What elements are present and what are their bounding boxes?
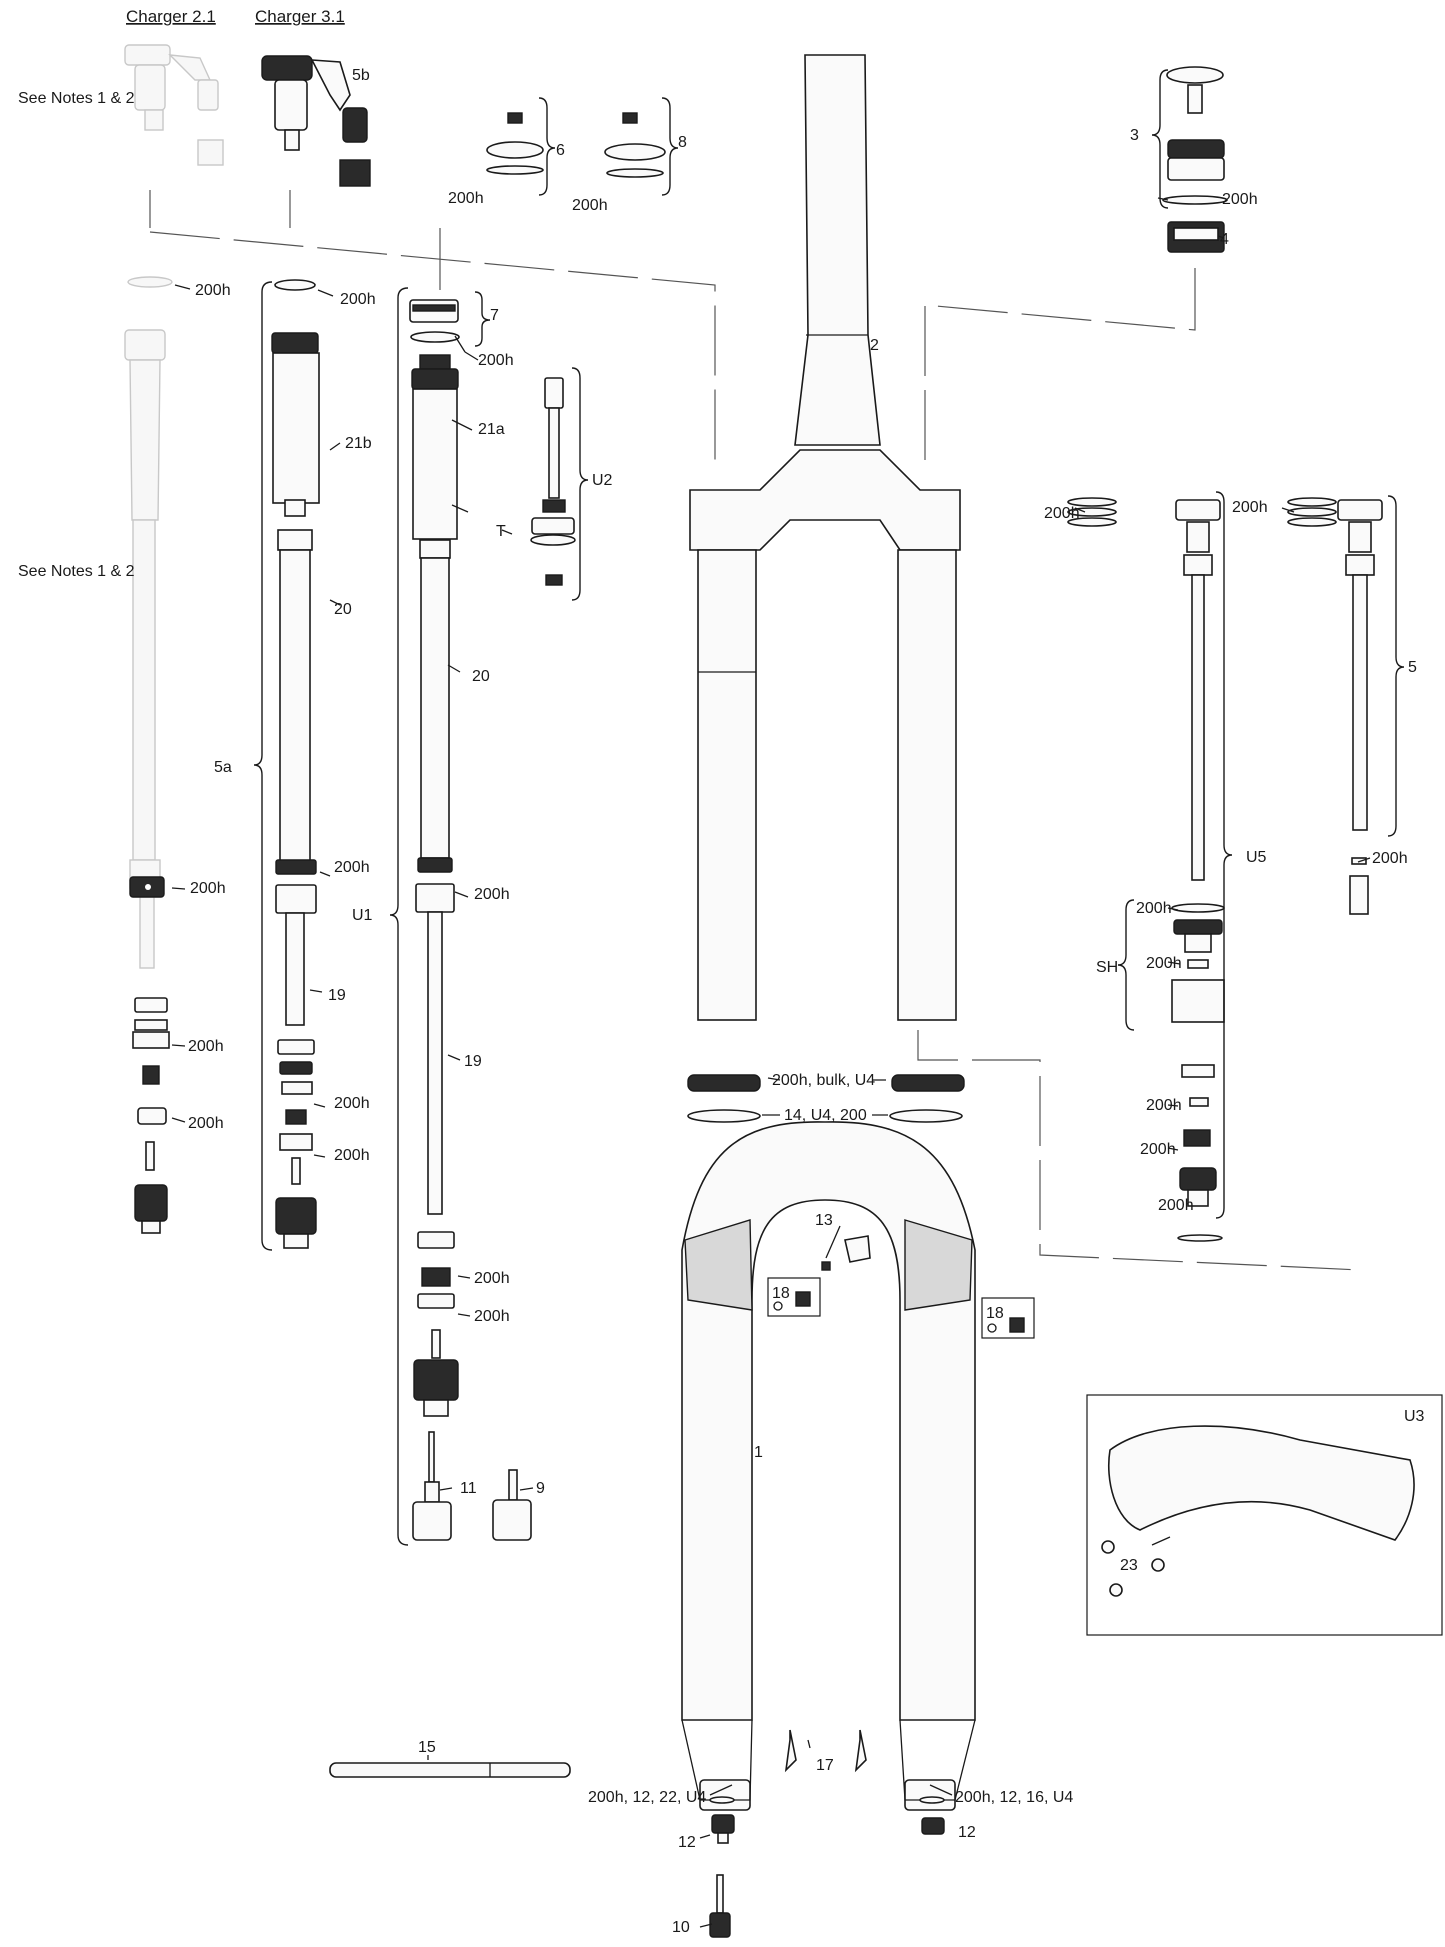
label-200h-r4: 200h — [1146, 955, 1182, 972]
label-18-right: 18 — [986, 1305, 1004, 1322]
label-200h-b1: 200h — [474, 1270, 510, 1287]
header-charger-31: Charger 3.1 — [255, 7, 345, 26]
charger-31-parts — [261, 55, 371, 187]
label-15: 15 — [418, 1739, 436, 1756]
label-200h-r6: 200h — [1140, 1141, 1176, 1158]
label-200h-a3: 200h — [474, 886, 510, 903]
charger-21-lower-parts — [129, 876, 170, 1234]
label-1: 1 — [754, 1444, 763, 1461]
label-12-right: 12 — [958, 1824, 976, 1841]
label-12-left: 12 — [678, 1834, 696, 1851]
label-19-b: 19 — [464, 1053, 482, 1070]
label-18-left: 18 — [772, 1285, 790, 1302]
label-9: 9 — [536, 1480, 545, 1497]
detail-box-u3 — [1086, 1394, 1443, 1636]
label-21b: 21b — [345, 435, 372, 452]
label-200h-8: 200h — [572, 197, 608, 214]
air-spring-u5 — [1067, 497, 1225, 1242]
label-8: 8 — [678, 134, 687, 151]
label-U2: U2 — [592, 472, 613, 489]
label-200h-c31: 200h — [340, 291, 376, 308]
top-cap-3-4 — [1162, 66, 1228, 253]
seal-heads — [687, 1074, 965, 1123]
brackets — [253, 69, 1405, 1546]
cartridge-u2 — [530, 377, 576, 586]
label-bulk: 200h, bulk, U4 — [772, 1072, 875, 1089]
notes-mid: See Notes 1 & 2 — [18, 563, 135, 580]
label-20-b: 20 — [472, 668, 490, 685]
label-5: 5 — [1408, 659, 1417, 676]
label-U1: U1 — [352, 907, 373, 924]
label-U3: U3 — [1404, 1408, 1425, 1425]
label-5a: 5a — [214, 759, 232, 776]
text-labels: Charger 2.1 Charger 3.1 See Notes 1 & 2 … — [18, 7, 1425, 1936]
label-bottom-right: 200h, 12, 16, U4 — [955, 1789, 1073, 1806]
cap-assembly-8 — [604, 112, 666, 178]
detail-box-18-left — [767, 1277, 821, 1317]
label-200h-a2: 200h — [334, 1147, 370, 1164]
label-bottom-left: 200h, 12, 22, U4 — [588, 1789, 706, 1806]
label-11: 11 — [460, 1480, 477, 1497]
label-21a: 21a — [478, 421, 505, 438]
charger-damper-u1 — [409, 299, 532, 1541]
label-19-a: 19 — [328, 987, 346, 1004]
label-200h-r2: 200h — [1372, 850, 1408, 867]
label-200h-r7: 200h — [1158, 1197, 1194, 1214]
label-200h-a1: 200h — [334, 1095, 370, 1112]
label-7: 7 — [490, 307, 499, 324]
label-200h-r1: 200h — [1232, 499, 1268, 516]
label-seal: 14, U4, 200 — [784, 1107, 867, 1124]
label-13: 13 — [815, 1212, 833, 1229]
charger-21-ghost — [124, 44, 224, 969]
label-2: 2 — [870, 337, 879, 354]
label-17: 17 — [816, 1757, 834, 1774]
label-200h-l1: 200h — [190, 880, 226, 897]
label-200h-7: 200h — [478, 352, 514, 369]
label-200h-b3: 200h — [1044, 505, 1080, 522]
label-200h-6: 200h — [448, 190, 484, 207]
label-200h-l4: 200h — [334, 859, 370, 876]
label-200h-b2: 200h — [474, 1308, 510, 1325]
label-23: 23 — [1120, 1557, 1138, 1574]
header-charger-21: Charger 2.1 — [126, 7, 216, 26]
label-SH: SH — [1096, 959, 1118, 976]
label-200h-r5: 200h — [1146, 1097, 1182, 1114]
label-10: 10 — [672, 1919, 690, 1936]
cap-assembly-6 — [486, 112, 544, 175]
detail-box-18-right — [981, 1297, 1035, 1339]
air-spring-5 — [1287, 497, 1383, 915]
label-200h-r3: 200h — [1136, 900, 1172, 917]
label-200h-l3: 200h — [188, 1115, 224, 1132]
label-U5: U5 — [1246, 849, 1267, 866]
label-200h-l2: 200h — [188, 1038, 224, 1055]
label-6: 6 — [556, 142, 565, 159]
label-5b: 5b — [352, 67, 370, 84]
label-4: 4 — [1220, 231, 1229, 248]
label-T: T — [496, 523, 506, 540]
label-20-a: 20 — [334, 601, 352, 618]
label-200h-c21: 200h — [195, 282, 231, 299]
guide-lines — [149, 190, 1361, 1271]
label-3: 3 — [1130, 127, 1139, 144]
bottom-parts — [329, 1729, 945, 1938]
charger-damper-5a — [271, 279, 320, 1249]
lower-legs-1 — [681, 1121, 976, 1811]
notes-top: See Notes 1 & 2 — [18, 90, 135, 107]
label-200h-3: 200h — [1222, 191, 1258, 208]
crown-steerer-2 — [689, 54, 961, 1021]
leader-lines — [171, 197, 1371, 1928]
